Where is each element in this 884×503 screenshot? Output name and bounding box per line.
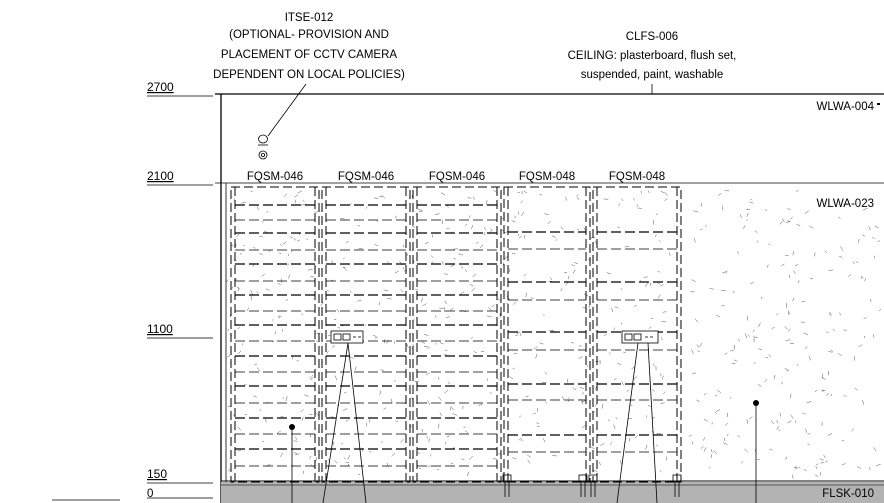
- shelf-code-label: FQSM-046: [247, 171, 303, 183]
- ceiling-annotation-line3: suspended, paint, washable: [581, 69, 724, 81]
- level-label: 1100: [147, 322, 173, 336]
- shelf-unit-2: FQSM-046: [321, 171, 411, 483]
- wheel-icon: [588, 474, 598, 483]
- leader-dot: [753, 400, 759, 406]
- wheel-icon: [502, 474, 512, 483]
- level-label: 2700: [147, 80, 174, 94]
- shelf-unit-3: FQSM-046: [412, 171, 502, 483]
- wall-outline: [215, 93, 884, 503]
- wall-finish-hatch: [226, 190, 882, 479]
- ceiling-annotation-line2: CEILING: plasterboard, flush set,: [568, 50, 737, 62]
- shelf-code-label: FQSM-046: [429, 171, 485, 183]
- mobile-shelf-wheels: [502, 474, 682, 497]
- cctv-annotation-line2: (OPTIONAL- PROVISION AND: [229, 29, 389, 41]
- floor-skirting-band: [221, 482, 884, 503]
- cctv-annotation-line4: DEPENDENT ON LOCAL POLICIES): [213, 69, 405, 81]
- level-markers: 2700 2100 1100 150 0: [52, 80, 213, 501]
- wheel-icon: [672, 474, 682, 483]
- shelving-units: FQSM-046 FQSM-046 FQSM-046 FQSM-048 FQSM-048: [230, 171, 682, 483]
- cctv-annotation-line1: ITSE-012: [285, 12, 334, 24]
- power-data-outlet-icon: [621, 330, 659, 344]
- cctv-camera-icon: [258, 83, 307, 160]
- leader-dot: [289, 424, 295, 430]
- wall-tag-upper: WLWA-004: [816, 101, 874, 113]
- shelf-code-label: FQSM-048: [519, 171, 575, 183]
- shelf-code-label: FQSM-048: [609, 171, 665, 183]
- wall-tag-upper-marker: [877, 103, 880, 105]
- level-label: 150: [147, 467, 167, 481]
- leader-lines: [291, 342, 757, 503]
- shelf-unit-5: FQSM-048: [592, 171, 682, 483]
- ceiling-annotation-line1: CLFS-006: [626, 31, 678, 43]
- floor-tag: FLSK-010: [822, 488, 874, 500]
- power-data-outlet-icon: [330, 330, 364, 344]
- cctv-annotation-line3: PLACEMENT OF CCTV CAMERA: [221, 49, 397, 61]
- shelf-unit-4: FQSM-048: [503, 171, 591, 483]
- shelf-code-label: FQSM-046: [338, 171, 394, 183]
- wall-tag-lower: WLWA-023: [816, 198, 874, 210]
- wheel-icon: [578, 474, 588, 483]
- level-label: 0: [147, 488, 153, 500]
- level-label: 2100: [147, 169, 174, 183]
- shelf-unit-1: FQSM-046: [230, 171, 320, 483]
